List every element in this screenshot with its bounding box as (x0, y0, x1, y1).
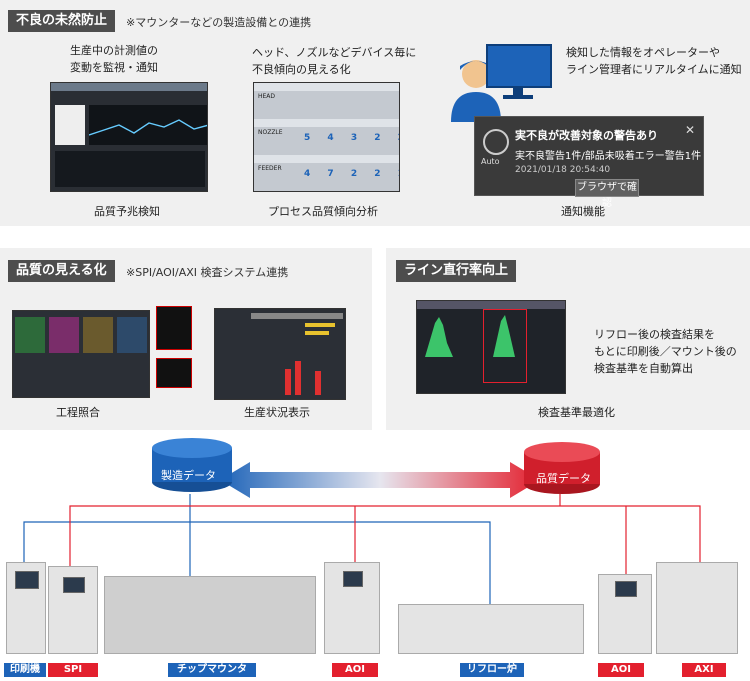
printer-machine (6, 562, 46, 654)
annotation-process-trend: ヘッド、ノズルなどデバイス毎に 不良傾向の見える化 (252, 46, 417, 76)
label-feeder: FEEDER (258, 165, 282, 172)
zoom-component (156, 358, 192, 388)
section-title: 不良の未然防止 (8, 10, 116, 32)
data-flow-diagram (23, 462, 701, 606)
screenshot-inspection-optimization (416, 300, 566, 394)
auto-logo-icon (483, 129, 509, 155)
histogram-left (425, 317, 453, 357)
chip-mounter-machine (104, 576, 316, 654)
annotation-inspection-optimization: リフロー後の検査結果を もとに印刷後／マウント後の 検査基準を自動算出 (594, 328, 737, 375)
monitor-icon (486, 44, 552, 99)
notification-title: 実不良が改善対象の警告あり (515, 129, 658, 142)
feeder-values: 4 7 2 2 1 (304, 169, 399, 179)
annotation-notification: 検知した情報をオペレーターや ライン管理者にリアルタイムに通知 (566, 46, 742, 76)
open-browser-button[interactable]: ブラウザで確認 (575, 179, 639, 209)
section-quality-visualization: 品質の見える化 ※SPI/AOI/AXI 検査システム連携 工程照合 生産状況表… (0, 248, 372, 430)
screenshot-process-trend: HEAD NOZZLE FEEDER 5 4 3 2 2 4 7 2 2 1 (253, 82, 400, 192)
axi-machine (656, 562, 738, 654)
section-unfailure-prevention: 不良の未然防止 ※マウンターなどの製造設備との連携 生産中の計測値の 変動を監視… (0, 0, 750, 226)
quality-db-label: 品質データ (536, 472, 591, 485)
quality-db-icon (524, 442, 600, 494)
label-aoi-1: AOI (332, 663, 378, 677)
spi-machine (48, 566, 98, 654)
caption-process-matching: 工程照合 (56, 406, 100, 419)
screenshot-production-status (214, 308, 346, 400)
section-title: ライン直行率向上 (396, 260, 517, 282)
bidirectional-arrow (220, 462, 540, 498)
caption-inspection-optimization: 検査基準最適化 (538, 406, 615, 419)
section-line-first-pass-yield: ライン直行率向上 リフロー後の検査結果を もとに印刷後／マウント後の 検査基準を… (386, 248, 750, 430)
label-chip-mounter: チップマウンタ (168, 663, 256, 677)
label-printer: 印刷機 (4, 663, 46, 677)
label-reflow-oven: リフロー炉 (460, 663, 524, 677)
screenshot-quality-sign (50, 82, 208, 192)
nozzle-values: 5 4 3 2 2 (304, 133, 399, 143)
label-head: HEAD (258, 93, 276, 100)
screenshot-process-matching (12, 310, 150, 398)
trend-line (89, 119, 207, 136)
caption-process-trend: プロセス品質傾向分析 (268, 205, 378, 218)
label-axi: AXI (682, 663, 726, 677)
annotation-quality-sign: 生産中の計測値の 変動を監視・通知 (70, 44, 158, 74)
close-icon[interactable]: ✕ (684, 123, 695, 137)
notification-message: 実不良警告1件/部品未吸着エラー警告1件 (515, 151, 702, 162)
operator-icon (451, 60, 501, 122)
manufacturing-db-label: 製造データ (161, 469, 216, 482)
highlight-frame (483, 309, 527, 383)
histogram-middle (493, 315, 515, 357)
reflow-oven-machine (398, 604, 584, 654)
caption-notification: 通知機能 (561, 205, 605, 218)
section-note: ※SPI/AOI/AXI 検査システム連携 (126, 266, 289, 279)
notification-popup: Auto 実不良が改善対象の警告あり ✕ 実不良警告1件/部品未吸着エラー警告1… (474, 116, 704, 209)
caption-production-status: 生産状況表示 (244, 406, 310, 419)
manufacturing-db-icon (152, 438, 232, 492)
aoi-machine-1 (324, 562, 380, 654)
zoom-solder-balls (156, 306, 192, 350)
section-title: 品質の見える化 (8, 260, 115, 282)
label-spi: SPI (48, 663, 98, 677)
aoi-machine-2 (598, 574, 652, 654)
label-aoi-2: AOI (598, 663, 644, 677)
caption-quality-sign: 品質予兆検知 (94, 205, 160, 218)
notification-timestamp: 2021/01/18 20:54:40 (515, 165, 611, 175)
label-nozzle: NOZZLE (258, 129, 283, 136)
section-note: ※マウンターなどの製造設備との連携 (126, 16, 312, 29)
